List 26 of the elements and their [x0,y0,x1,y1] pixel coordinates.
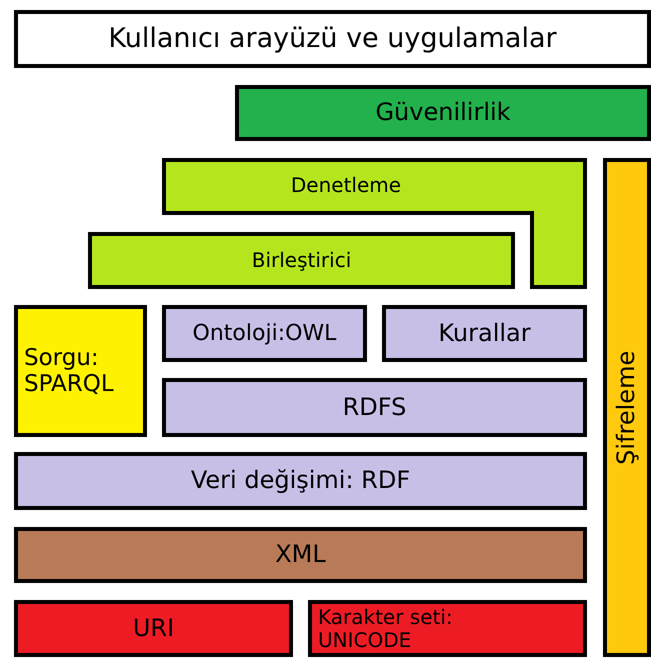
layer-label: Kullanıcı arayüzü ve uygulamalar [108,23,557,55]
layer-label: Güvenilirlik [375,99,511,127]
layer-box [162,305,367,362]
layer-label: Karakter seti: UNICODE [317,606,454,652]
layer-label: Şifreleme [613,350,641,465]
layer-label: URI [132,614,174,642]
layer-label: Kurallar [438,320,531,348]
layer-label: Ontoloji:OWL [192,320,336,346]
layer-box [382,305,587,362]
layer-box [14,600,293,657]
layer-box [14,305,147,437]
layer-box [14,10,651,68]
layer-box [88,232,515,289]
layer-box [308,600,587,657]
layer-box [235,85,651,141]
vertical-layer-bar [603,158,651,657]
layer-box [14,452,587,510]
layer-label: Veri değişimi: RDF [190,467,410,495]
layer-label: Sorgu: SPARQL [23,344,115,398]
layer-label: RDFS [342,394,406,422]
layer-label: Denetleme [290,174,402,197]
layer-box [14,527,587,583]
layer-box [162,378,587,437]
layer-label: Birleştirici [252,249,352,272]
l-shaped-layer [162,158,587,289]
layer-label: XML [275,541,326,569]
